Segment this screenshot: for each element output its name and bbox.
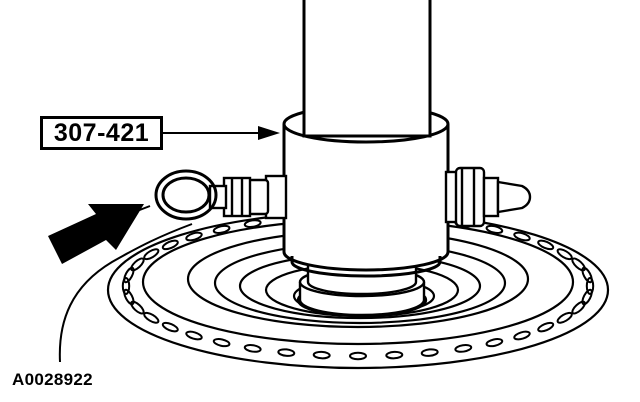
- converter-slot: [581, 288, 593, 306]
- tool-number-callout: 307-421: [40, 116, 163, 150]
- tool-number-label: 307-421: [53, 118, 150, 147]
- converter-slot: [571, 300, 586, 315]
- air-valve: [208, 174, 288, 220]
- converter-slot: [185, 330, 203, 341]
- converter-slot: [161, 321, 179, 333]
- converter-slot: [212, 224, 231, 234]
- converter-slot: [556, 248, 573, 261]
- converter-slot: [420, 348, 439, 357]
- direction-arrow-icon: [48, 204, 151, 264]
- figure-id-label: A0028922: [12, 370, 93, 389]
- converter-slot: [185, 231, 203, 242]
- tool-shaft: [302, 0, 432, 138]
- converter-slot: [143, 248, 160, 261]
- converter-slot: [130, 257, 145, 272]
- converter-slot: [243, 344, 262, 353]
- figure-id-leader: [58, 223, 193, 363]
- ring-pull-icon: [154, 169, 218, 221]
- converter-slot: [556, 311, 573, 324]
- converter-slot: [123, 288, 135, 306]
- converter-slot: [161, 239, 179, 251]
- callout-leader: [163, 126, 280, 140]
- converter-slot: [121, 277, 131, 295]
- converter-slots: [121, 219, 595, 361]
- converter-slot: [537, 321, 555, 333]
- converter-slot: [277, 348, 296, 357]
- converter-slot: [513, 231, 531, 242]
- converter-slot: [349, 351, 367, 361]
- converter-slot: [454, 344, 473, 353]
- converter-slot: [485, 224, 504, 234]
- converter-slot: [537, 239, 555, 251]
- converter-slot: [130, 300, 145, 315]
- converter-slot: [123, 266, 135, 284]
- converter-slot: [513, 330, 531, 341]
- converter-slot: [243, 219, 262, 228]
- converter-slot: [385, 350, 404, 360]
- pressure-fitting: [444, 166, 532, 228]
- converter-slot: [571, 257, 586, 272]
- converter-slot: [143, 311, 160, 324]
- converter-slot: [212, 338, 231, 348]
- converter-slot: [585, 277, 595, 295]
- converter-slot: [312, 350, 331, 360]
- converter-slot: [485, 338, 504, 348]
- converter-slot: [581, 266, 593, 284]
